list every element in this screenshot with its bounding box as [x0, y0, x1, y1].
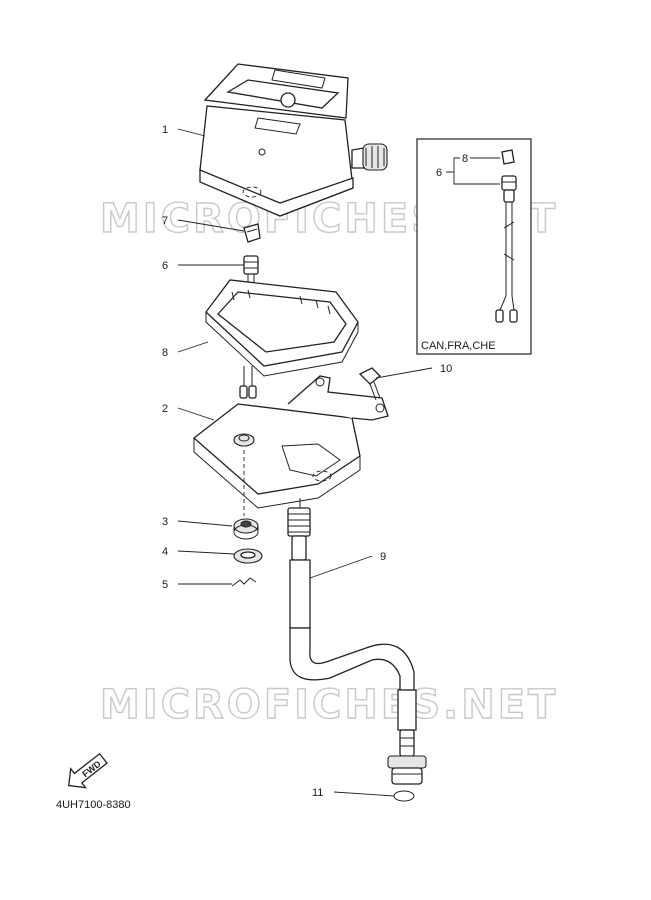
inset-callout-8: 8	[462, 153, 468, 165]
fwd-arrow-icon: FWD	[67, 752, 108, 789]
meter-assembly	[199, 63, 388, 217]
callout-3: 3	[162, 516, 168, 528]
speedometer-cable	[287, 498, 427, 785]
inset-callout-6: 6	[436, 167, 442, 179]
grommet-part	[233, 518, 259, 540]
bulb-part	[243, 223, 261, 243]
inset-box: 6 8 CAN,FRA,CHE	[416, 138, 532, 355]
callout-6: 6	[162, 260, 168, 272]
callout-4: 4	[162, 546, 168, 558]
meter-bracket	[192, 375, 389, 516]
inset-caption: CAN,FRA,CHE	[421, 340, 496, 352]
clip-part	[231, 577, 257, 587]
diagram-code: 4UH7100-8380	[56, 799, 131, 811]
callout-10: 10	[440, 363, 452, 375]
washer-part	[233, 548, 263, 564]
damper-frame	[205, 279, 359, 399]
callout-2: 2	[162, 403, 168, 415]
callout-5: 5	[162, 579, 168, 591]
leader-lines	[177, 128, 433, 797]
callout-7: 7	[162, 215, 168, 227]
o-ring-part	[393, 790, 415, 802]
callout-11: 11	[312, 787, 323, 799]
bolt-part	[358, 367, 381, 401]
callout-9: 9	[380, 551, 386, 563]
watermark-bottom: MICROFICHES.NET	[100, 682, 558, 728]
callout-8: 8	[162, 347, 168, 359]
callout-1: 1	[162, 124, 168, 136]
